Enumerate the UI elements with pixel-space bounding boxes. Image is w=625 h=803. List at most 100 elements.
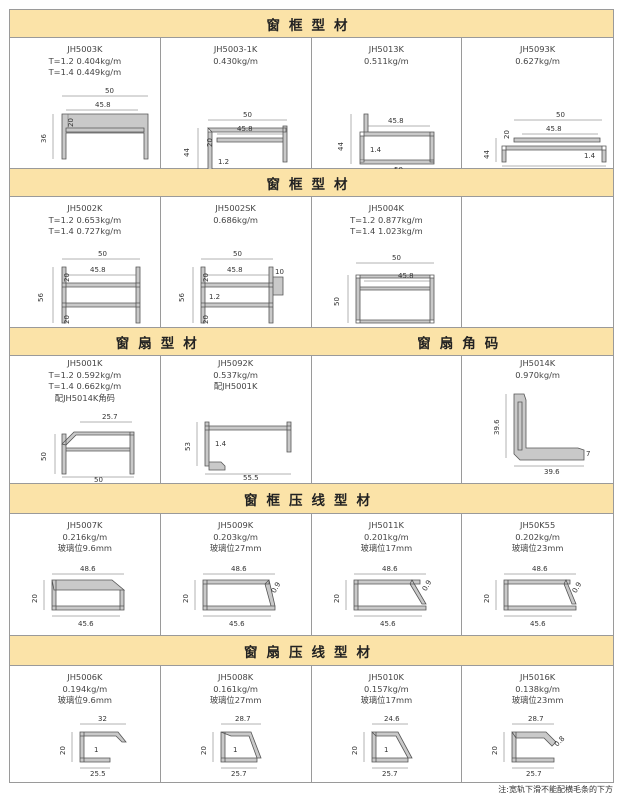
dimension-label: 0.8 — [553, 735, 567, 749]
product-note: 玻璃位17mm — [360, 543, 413, 553]
dimension-label: 25.7 — [382, 770, 398, 778]
profile-drawing: 53 1.4 55.5 — [184, 421, 292, 482]
product-spec: 0.537kg/m — [213, 369, 258, 380]
empty-cell — [312, 356, 463, 483]
dimension-label: 45.8 — [237, 125, 253, 133]
product-note: 玻璃位9.6mm — [57, 543, 112, 553]
product-code: JH5006K — [67, 672, 103, 682]
profile-drawing: 48.6 20 0.9 45.6 — [333, 565, 433, 628]
product-spec: 0.216kg/m — [62, 531, 108, 542]
dimension-label: 20 — [483, 594, 491, 603]
profile-drawing: 48.6 20 45.6 — [31, 565, 126, 628]
product-spec: 0.194kg/m — [62, 683, 108, 694]
dimension-label: 20 — [202, 315, 210, 324]
dimension-label: 36 — [40, 134, 48, 143]
dimension-label: 20 — [200, 746, 208, 755]
dimension-label: 1 — [233, 746, 237, 754]
profile-drawing: 39.6 7 39.6 — [493, 393, 591, 476]
product-spec: 0.686kg/m — [213, 214, 258, 225]
product-code: JH5016K — [520, 672, 556, 682]
profile-drawing: 50 45.8 36 20 — [40, 87, 149, 160]
product-spec: 0.157kg/m — [364, 683, 409, 694]
product-code: JH5003K — [67, 44, 103, 54]
dimension-label: 50 — [40, 452, 48, 461]
dimension-label: 20 — [503, 130, 511, 139]
dimension-label: 25.7 — [231, 770, 247, 778]
dimension-label: 20 — [59, 746, 67, 755]
dimension-label: 1.4 — [584, 152, 596, 160]
dimension-label: 50 — [233, 250, 242, 258]
dimension-label: 56 — [37, 293, 45, 302]
dimension-label: 45.8 — [388, 117, 404, 125]
product-spec: T=1.2 0.404kg/m — [48, 55, 122, 66]
dimension-label: 44 — [183, 148, 191, 157]
dimension-label: 20 — [63, 273, 71, 282]
profile-drawing: 48.6 20 0.9 45.6 — [182, 565, 282, 628]
product-code: JH5002K — [67, 203, 103, 213]
profile-drawing: 28.7 20 0.8 25.7 — [491, 715, 567, 778]
dimension-label: 48.6 — [382, 565, 398, 573]
dimension-label: 39.6 — [493, 419, 501, 435]
empty-cell — [462, 197, 613, 327]
product-code: JH5093K — [520, 44, 556, 54]
product-note: 玻璃位9.6mm — [57, 695, 112, 705]
dimension-label: 28.7 — [528, 715, 544, 723]
dimension-label: 45.8 — [227, 266, 243, 274]
profile-drawing: 50 45.8 44 20 1.2 — [183, 111, 288, 169]
dimension-label: 28.7 — [235, 715, 251, 723]
section-title: 窗扇压线型材 — [244, 644, 379, 661]
dimension-label: 25.5 — [90, 770, 106, 778]
section-title: 窗框型材 — [266, 17, 357, 34]
dimension-label: 20 — [206, 138, 214, 147]
dimension-label: 44 — [483, 150, 491, 159]
section-header-frame-bead: 窗框压线型材 — [10, 484, 613, 514]
product-code: JH5014K — [520, 358, 556, 368]
dimension-label: 1.2 — [218, 158, 229, 166]
profile-drawing: 32 20 1 25.5 — [59, 715, 127, 778]
dimension-label: 45.6 — [380, 620, 396, 628]
dimension-label: 45.6 — [229, 620, 245, 628]
product-code: JH5092K — [218, 358, 254, 368]
profile-drawing: 50 45.8 10 20 56 1.2 20 — [178, 250, 284, 324]
footnote: 注:宽轨下滑不能配横毛条的下方 — [498, 785, 613, 794]
dimension-label: 20 — [202, 273, 210, 282]
profile-drawing: 25.7 50 50 — [40, 413, 135, 484]
dimension-label: 1.4 — [370, 146, 382, 154]
section-title: 窗框压线型材 — [244, 492, 379, 509]
product-spec: 0.511kg/m — [364, 55, 409, 66]
section-title: 窗扇型材 — [115, 335, 206, 352]
product-spec: T=1.4 0.727kg/m — [48, 226, 122, 236]
section-header-sash: 窗扇型材 窗扇角码 — [10, 328, 613, 356]
product-code: JH5009K — [218, 520, 254, 530]
product-code: JH5007K — [67, 520, 103, 530]
product-note: 玻璃位23mm — [511, 695, 564, 705]
dimension-label: 48.6 — [80, 565, 96, 573]
product-code: JH5003-1K — [213, 44, 258, 54]
product-code: JH50K55 — [520, 520, 556, 530]
dimension-label: 20 — [63, 315, 71, 324]
dimension-label: 48.6 — [231, 565, 247, 573]
dimension-label: 48.6 — [532, 565, 548, 573]
dimension-label: 1 — [94, 746, 98, 754]
dimension-label: 20 — [333, 594, 341, 603]
dimension-label: 50 — [94, 476, 103, 484]
product-note: 配JH5014K角码 — [54, 392, 115, 403]
dimension-label: 50 — [333, 297, 341, 306]
product-spec: T=1.2 0.877kg/m — [350, 214, 423, 225]
dimension-label: 0.9 — [420, 579, 432, 593]
dimension-label: 53 — [184, 442, 192, 451]
dimension-label: 50 — [243, 111, 252, 119]
dimension-label: 1.4 — [215, 440, 227, 448]
